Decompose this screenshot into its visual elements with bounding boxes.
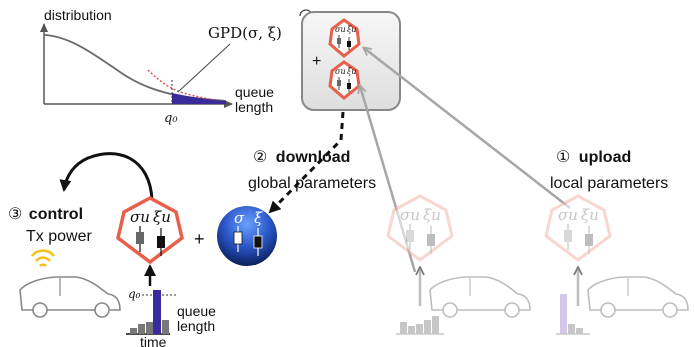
gpd-fit-curve: [147, 69, 227, 103]
svg-text:σu: σu: [335, 67, 346, 76]
svg-text:ξu: ξu: [153, 208, 171, 226]
plot-xlabel-line1: queue: [235, 84, 274, 100]
plot-threshold-label: q₀: [164, 111, 178, 126]
svg-text:ξu: ξu: [347, 25, 357, 34]
server-hex-1: σu ξu: [328, 18, 361, 58]
hist-bar: [424, 320, 431, 334]
hist-bar: [400, 322, 407, 334]
gpd-label: GPD(σ, ξ): [208, 24, 282, 42]
step-download-label: ② download global parameters: [248, 149, 376, 192]
remote-vehicle-1: σu ξu: [544, 194, 689, 335]
hist-bar-exceed: [153, 290, 161, 334]
hist-bar: [130, 328, 137, 334]
local-model-hex: σu ξu: [116, 196, 184, 265]
gpd-tail-area: [172, 93, 226, 104]
hist-bar: [162, 320, 169, 334]
server-hex-2: σu ξu: [328, 60, 361, 100]
hist-ylabel-line1: queue: [177, 303, 216, 319]
svg-text:① upload: ① upload: [556, 149, 631, 166]
svg-text:global parameters: global parameters: [248, 175, 376, 192]
plot-ylabel: distribution: [44, 7, 112, 23]
distribution-plot: distribution queue length q₀ GPD(σ, ξ): [40, 7, 282, 126]
gpd-pointer-line: [177, 43, 231, 93]
svg-text:ξu: ξu: [581, 206, 599, 224]
server-container: [301, 11, 401, 111]
global-model-sphere: σ ξ: [217, 206, 277, 266]
svg-text:local parameters: local parameters: [550, 175, 668, 192]
hist-bar: [576, 328, 583, 334]
hist-bar: [138, 324, 145, 334]
svg-text:σu: σu: [400, 206, 420, 224]
hist-ylabel-line2: length: [177, 318, 215, 334]
server-plus: +: [312, 53, 321, 70]
distribution-curve: [43, 34, 227, 102]
control-arrow: [59, 152, 154, 201]
svg-text:③ control: ③ control: [8, 206, 83, 223]
hist-bar: [416, 324, 423, 334]
car-icon: [19, 276, 121, 318]
wifi-icon: [31, 249, 55, 267]
plot-xlabel-line2: length: [235, 99, 273, 115]
hist-bar: [432, 316, 439, 334]
hist-bar: [146, 322, 153, 334]
step-control-label: ③ control Tx power: [8, 206, 92, 245]
hist-bar: [568, 324, 575, 334]
svg-text:σ: σ: [234, 209, 245, 227]
car-icon: [587, 276, 689, 318]
hist-bar-exceed: [560, 294, 567, 334]
hist-threshold-label: q₀: [128, 287, 141, 301]
svg-text:Tx power: Tx power: [26, 228, 92, 245]
svg-text:② download: ② download: [253, 149, 350, 166]
svg-text:σu: σu: [335, 25, 346, 34]
remote-hex-1: σu ξu: [544, 194, 612, 262]
queue-histogram: q₀ queue length time: [126, 264, 216, 347]
step-upload-label: ① upload local parameters: [550, 149, 668, 192]
svg-text:ξu: ξu: [347, 67, 357, 76]
hist-bar: [408, 326, 415, 334]
car-icon: [429, 276, 531, 318]
hist-xlabel: time: [140, 334, 167, 347]
svg-text:ξ: ξ: [254, 209, 263, 227]
remote-vehicle-2: σu ξu: [386, 194, 531, 335]
remote-hex-2: σu ξu: [386, 194, 454, 262]
svg-text:ξu: ξu: [423, 206, 441, 224]
svg-text:σu: σu: [558, 206, 578, 224]
plus-operator: +: [194, 229, 205, 249]
upload-arrow-1: [364, 48, 571, 209]
svg-text:σu: σu: [130, 208, 150, 226]
server-box: + σu ξu σu ξu: [299, 9, 401, 111]
